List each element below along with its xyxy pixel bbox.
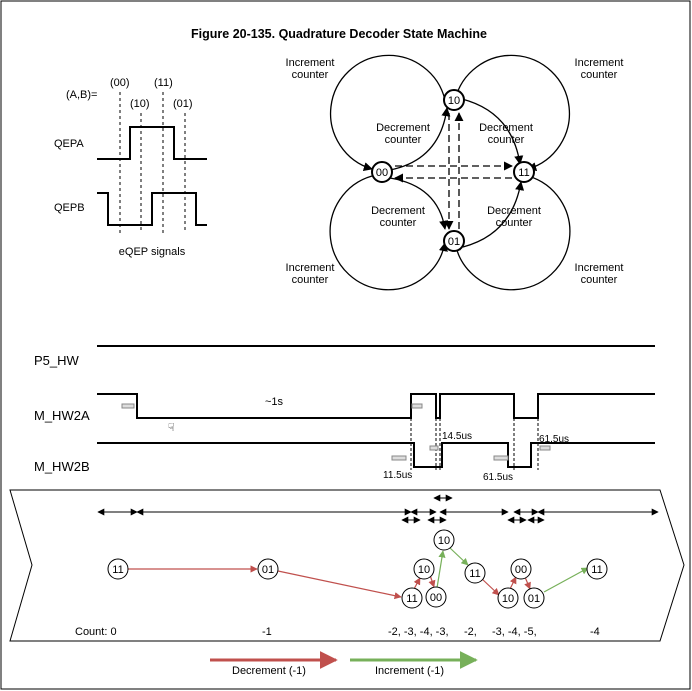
decrement-label-tl: Decrement bbox=[376, 122, 430, 134]
decrement-label-br: Decrement bbox=[487, 205, 541, 217]
sequence-node: 01 bbox=[257, 558, 279, 580]
svg-text:10: 10 bbox=[448, 95, 460, 107]
legend: Decrement (-1) Increment (-1) bbox=[210, 651, 478, 677]
svg-text:11: 11 bbox=[112, 564, 123, 576]
sequence-node: 10 bbox=[497, 587, 519, 609]
sequence-node: 11 bbox=[107, 558, 129, 580]
qepa-label: QEPA bbox=[54, 138, 84, 150]
svg-text:10: 10 bbox=[438, 535, 450, 547]
sequence-node: 11 bbox=[401, 587, 423, 609]
pulse-label-2: 11.5us bbox=[383, 470, 412, 481]
pulse-label-1: 14.5us bbox=[442, 431, 472, 442]
mhw2b-waveform bbox=[97, 442, 655, 468]
count-label-0: Count: 0 bbox=[75, 626, 117, 638]
svg-text:11: 11 bbox=[591, 564, 602, 576]
duration-label: ~1s bbox=[265, 396, 284, 408]
increment-label-tl: Increment bbox=[286, 57, 335, 69]
state-machine: 10 00 11 01 Increment counter Increment … bbox=[286, 54, 624, 291]
increment-label-tr: Increment bbox=[575, 57, 624, 69]
decrement-label-bl: Decrement bbox=[371, 205, 425, 217]
ab-label: (A,B)= bbox=[66, 89, 97, 101]
pulse-label-3: 61.5us bbox=[483, 472, 513, 483]
signal-label-p5hw: P5_HW bbox=[34, 353, 80, 368]
svg-text:01: 01 bbox=[528, 593, 540, 605]
timing-diagram: P5_HW M_HW2A ~1s M_HW2B ☟ 14.5us 11.5us … bbox=[34, 345, 655, 483]
qepb-label: QEPB bbox=[54, 202, 85, 214]
pulse-label-4: 61.5us bbox=[539, 434, 569, 445]
ab-state-01: (01) bbox=[173, 98, 193, 110]
state-node-11: 11 bbox=[513, 161, 535, 183]
ab-state-11: (11) bbox=[154, 77, 173, 89]
sequence-node: 11 bbox=[586, 558, 608, 580]
svg-text:10: 10 bbox=[418, 564, 430, 576]
mhw2a-waveform bbox=[97, 393, 655, 419]
svg-text:11: 11 bbox=[406, 593, 417, 605]
increment-sub-br: counter bbox=[581, 274, 618, 286]
hand-cursor-icon: ☟ bbox=[168, 422, 175, 434]
count-label-4: -3, -4, -5, bbox=[492, 626, 537, 638]
count-label-3: -2, bbox=[464, 626, 477, 638]
sequence-node: 10 bbox=[413, 558, 435, 580]
legend-increment-label: Increment (-1) bbox=[375, 665, 444, 677]
sequence-node: 00 bbox=[425, 586, 447, 608]
sequence-node: 10 bbox=[433, 529, 455, 551]
decrement-sub-tr: counter bbox=[488, 134, 525, 146]
svg-text:01: 01 bbox=[448, 236, 460, 248]
sequence-node: 00 bbox=[510, 558, 532, 580]
count-label-2: -2, -3, -4, -3, bbox=[388, 626, 449, 638]
sequence-node: 01 bbox=[523, 587, 545, 609]
increment-sub-bl: counter bbox=[292, 274, 329, 286]
increment-sub-tl: counter bbox=[292, 69, 329, 81]
increment-label-bl: Increment bbox=[286, 262, 335, 274]
qepb-waveform bbox=[97, 192, 207, 226]
state-node-10: 10 bbox=[443, 89, 465, 111]
count-label-1: -1 bbox=[262, 626, 272, 638]
sequence-node: 11 bbox=[464, 562, 486, 584]
decrement-sub-bl: counter bbox=[380, 217, 417, 229]
ab-state-00: (00) bbox=[110, 77, 130, 89]
ab-state-10: (10) bbox=[130, 98, 150, 110]
svg-text:00: 00 bbox=[515, 564, 527, 576]
svg-text:10: 10 bbox=[502, 593, 514, 605]
increment-label-br: Increment bbox=[575, 262, 624, 274]
svg-text:11: 11 bbox=[518, 167, 529, 179]
sequence-panel: 11 01 11 10 00 10 11 10 00 01 11 Count: 0 -1 -2, -… bbox=[9, 489, 685, 642]
state-node-01: 01 bbox=[443, 230, 465, 252]
state-node-00: 00 bbox=[371, 161, 393, 183]
svg-text:01: 01 bbox=[262, 564, 274, 576]
signal-label-mhw2a: M_HW2A bbox=[34, 408, 90, 423]
svg-text:11: 11 bbox=[469, 568, 480, 580]
figure-title: Figure 20-135. Quadrature Decoder State … bbox=[191, 27, 487, 41]
increment-sub-tr: counter bbox=[581, 69, 618, 81]
eqep-signals: (A,B)= (00) (10) (11) (01) QEPA QEPB eQE… bbox=[54, 77, 207, 258]
qepa-waveform bbox=[97, 126, 207, 160]
decrement-sub-tl: counter bbox=[385, 134, 422, 146]
signal-label-mhw2b: M_HW2B bbox=[34, 459, 90, 474]
decrement-sub-br: counter bbox=[496, 217, 533, 229]
legend-decrement-label: Decrement (-1) bbox=[232, 665, 306, 677]
decrement-label-tr: Decrement bbox=[479, 122, 533, 134]
eqep-caption: eQEP signals bbox=[119, 246, 186, 258]
svg-text:00: 00 bbox=[430, 592, 442, 604]
svg-text:00: 00 bbox=[376, 167, 388, 179]
count-label-5: -4 bbox=[590, 626, 600, 638]
